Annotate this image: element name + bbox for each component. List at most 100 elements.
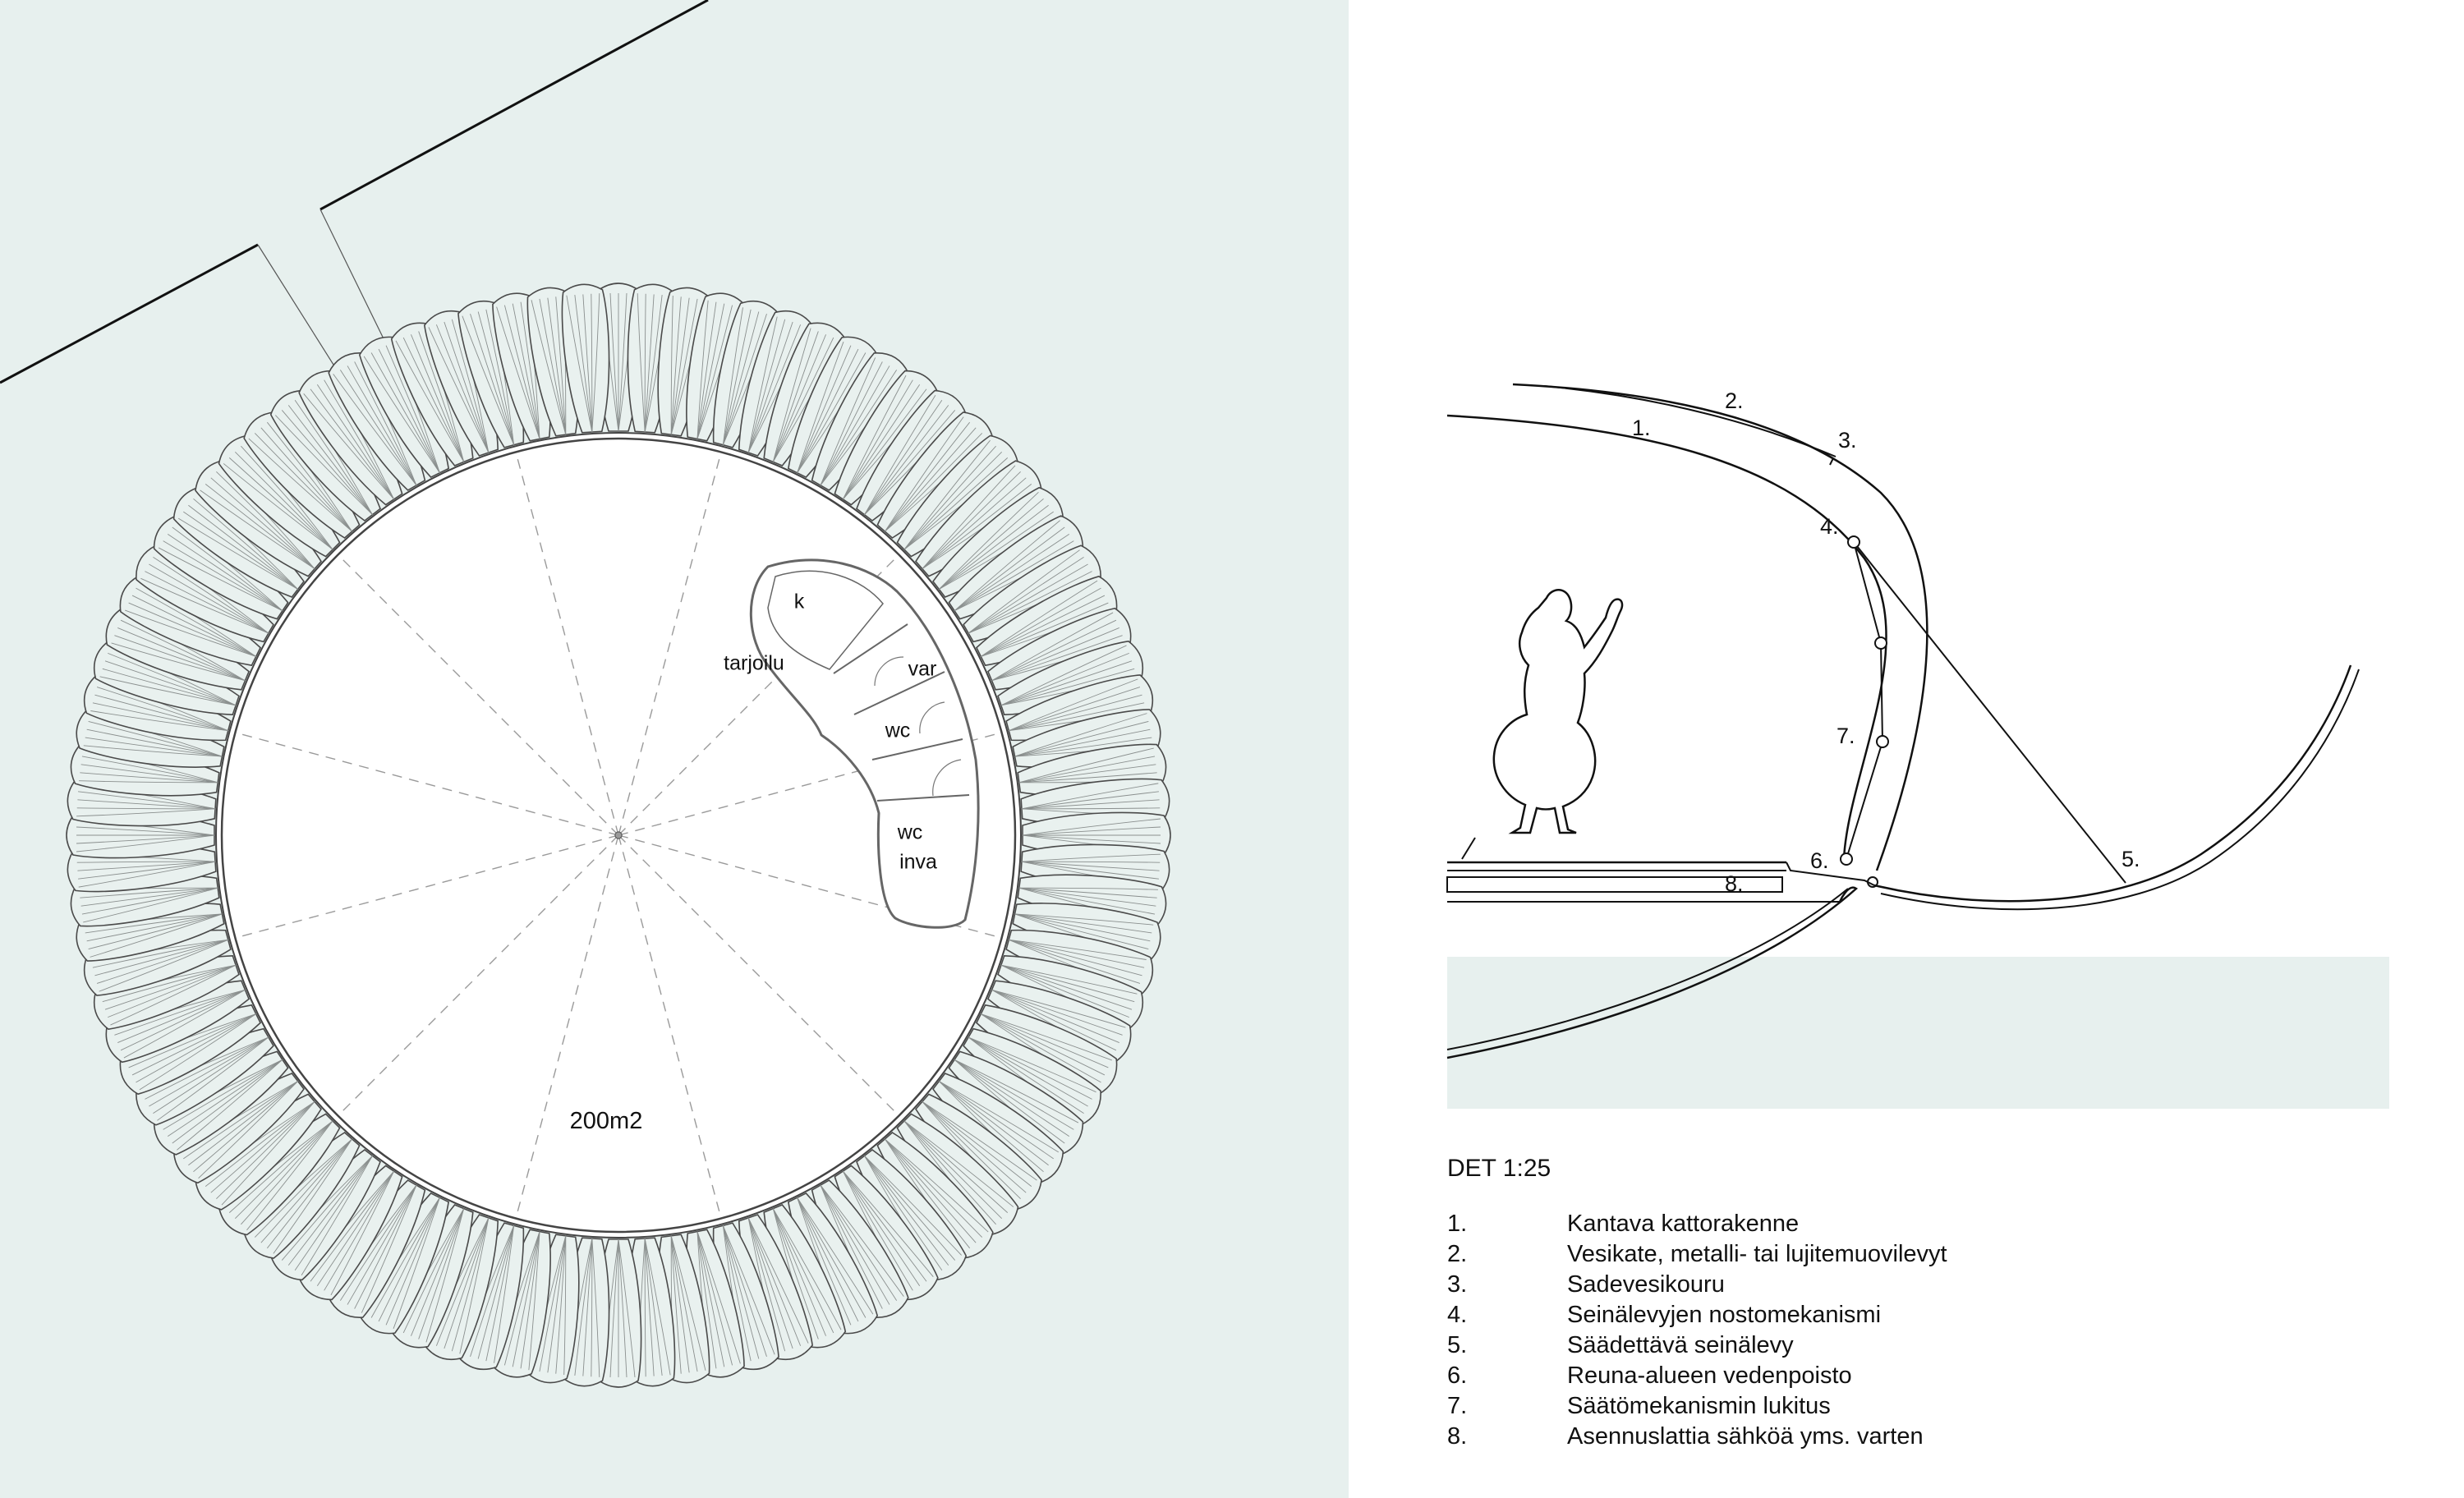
petal-vein xyxy=(428,327,490,453)
petal-vein xyxy=(591,1238,600,1377)
petal-vein xyxy=(968,556,1084,634)
petal-vein xyxy=(574,1238,593,1376)
legend-number: 6. xyxy=(1447,1362,1468,1389)
petal-vein xyxy=(418,1208,465,1339)
petal-vein xyxy=(85,737,223,757)
legend-item: 5.Säädettävä seinälevy xyxy=(1447,1330,1947,1361)
petal-vein xyxy=(172,526,283,612)
petal-vein xyxy=(1021,783,1159,810)
petal-vein xyxy=(903,1120,1014,1207)
petal-vein xyxy=(528,1231,540,1371)
petal-vein xyxy=(644,1238,655,1376)
petal-vein xyxy=(310,1170,395,1282)
petal-vein xyxy=(183,1081,298,1160)
lift-cable xyxy=(1853,541,2126,884)
petal-vein xyxy=(266,1138,352,1249)
petal-vein xyxy=(1018,747,1154,783)
legend-item: 2.Vesikate, metalli- tai lujitemuovilevy… xyxy=(1447,1239,1947,1270)
petal-vein xyxy=(94,939,228,976)
petal-vein xyxy=(136,587,256,657)
petal-vein xyxy=(254,1138,352,1238)
floor-plan-drawing xyxy=(0,0,1171,1388)
petal-vein xyxy=(83,887,218,923)
center-hub xyxy=(614,831,623,839)
petal-vein xyxy=(85,913,223,934)
petal-vein xyxy=(140,577,269,634)
wall-petal xyxy=(195,460,323,577)
petal-vein xyxy=(1018,756,1156,783)
petal-vein xyxy=(922,465,1016,569)
petal-vein xyxy=(797,1197,874,1315)
petal-vein xyxy=(205,483,315,569)
petal-vein xyxy=(772,1208,826,1336)
petal-vein xyxy=(167,533,283,612)
petal-vein xyxy=(820,361,883,486)
pivot-6 xyxy=(1840,852,1853,866)
petal-vein xyxy=(1022,818,1161,836)
cello-endpin xyxy=(1461,837,1476,860)
petal-vein xyxy=(76,834,215,844)
petal-vein xyxy=(747,1217,793,1349)
petal-vein xyxy=(76,861,216,863)
petal-vein xyxy=(234,1120,333,1220)
petal-vein xyxy=(131,1013,256,1076)
roof-spoke xyxy=(339,834,619,1114)
section-label-7: 7. xyxy=(1837,724,1855,748)
petal-vein xyxy=(99,939,228,992)
petal-vein xyxy=(747,321,793,453)
petal-vein xyxy=(981,580,1098,657)
petal-vein xyxy=(1009,687,1141,732)
petal-vein xyxy=(104,660,237,706)
petal-vein xyxy=(385,1197,440,1326)
roof-spoke xyxy=(237,834,619,938)
wall-petal xyxy=(136,1027,274,1126)
section-label-5: 5. xyxy=(2122,847,2140,871)
petal-vein xyxy=(94,694,228,732)
petal-vein xyxy=(864,400,943,515)
petal-vein xyxy=(670,1235,706,1371)
petal-vein xyxy=(158,547,283,612)
petal-vein xyxy=(722,313,767,445)
petal-vein xyxy=(228,1120,333,1213)
petal-vein xyxy=(843,1170,934,1277)
petal-vein xyxy=(459,1217,490,1354)
petal-vein xyxy=(922,471,1021,569)
petal-vein xyxy=(92,939,228,968)
petal-vein xyxy=(76,808,216,817)
petal-vein xyxy=(139,1013,256,1091)
wall-wc-2 xyxy=(871,738,963,760)
roof-spoke xyxy=(618,834,721,1216)
petal-vein xyxy=(618,292,627,432)
petal-vein xyxy=(797,1197,867,1318)
petal-vein xyxy=(797,345,852,473)
petal-vein xyxy=(200,489,315,569)
petal-vein xyxy=(1009,939,1147,960)
petal-vein xyxy=(968,1036,1084,1114)
petal-vein xyxy=(411,334,465,462)
petal-vein xyxy=(1000,652,1129,706)
petal-vein xyxy=(903,439,991,550)
petal-vein xyxy=(954,1059,1065,1144)
wall-petal xyxy=(390,1203,474,1349)
petal-vein xyxy=(1018,887,1156,907)
petal-vein xyxy=(696,300,709,439)
petal-vein xyxy=(90,710,228,732)
legend-text: Asennuslattia sähköä yms. varten xyxy=(1567,1423,1924,1450)
petal-vein xyxy=(120,619,246,682)
petal-vein xyxy=(1000,668,1135,706)
petal-vein xyxy=(797,342,844,473)
petal-vein xyxy=(260,427,352,532)
legend-text: Reuna-alueen vedenpoisto xyxy=(1567,1362,1852,1389)
petal-vein xyxy=(402,337,465,462)
petal-vein xyxy=(310,388,395,500)
petal-vein xyxy=(1014,913,1152,934)
petal-vein xyxy=(954,1059,1070,1137)
petal-vein xyxy=(411,1208,465,1336)
petal-vein xyxy=(1014,720,1149,757)
petal-vein xyxy=(1000,964,1129,1018)
petal-vein xyxy=(939,1081,1049,1166)
petal-vein xyxy=(922,1101,1027,1193)
petal-vein xyxy=(102,668,237,706)
petal-vein xyxy=(77,799,216,810)
petal-vein xyxy=(287,1156,373,1266)
